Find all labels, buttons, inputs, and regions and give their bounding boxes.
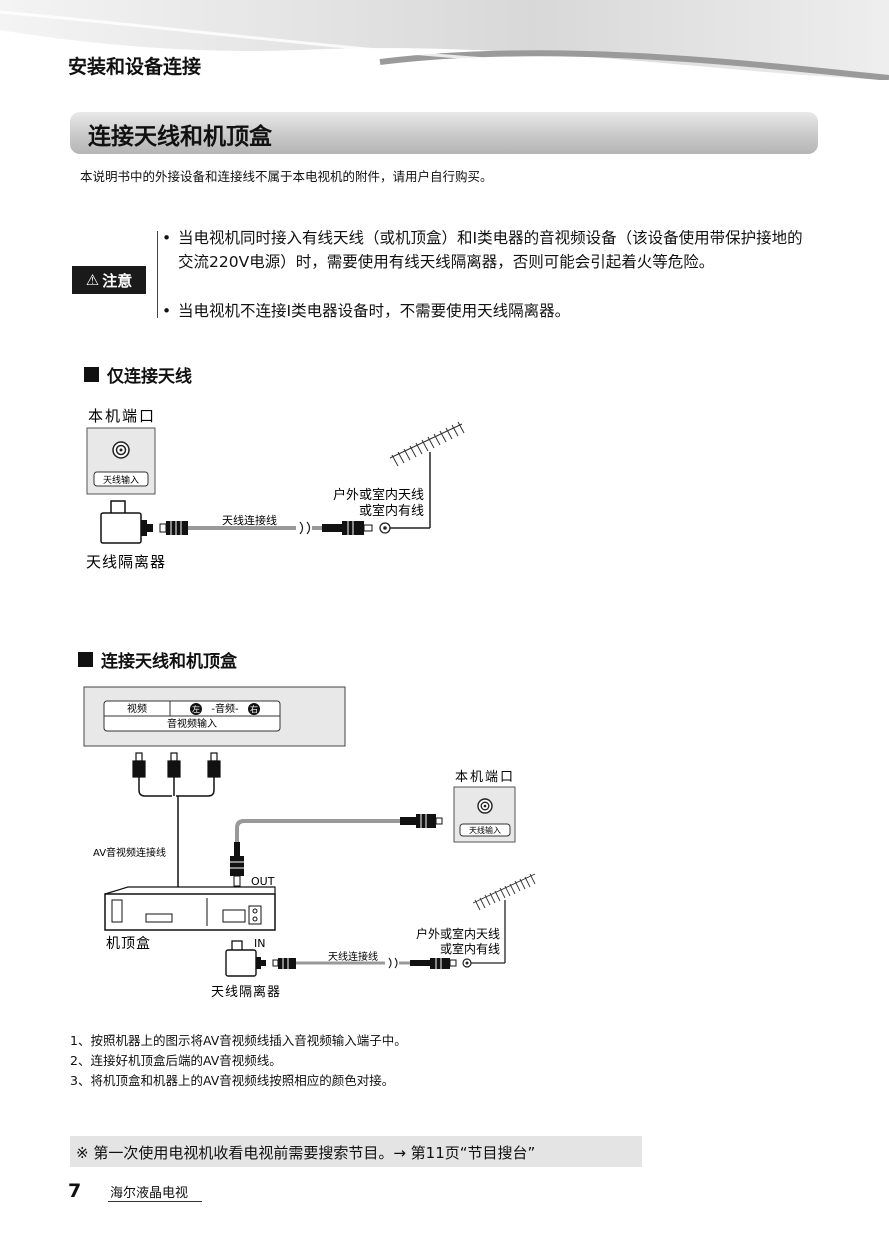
- av-input-label: 音视频输入: [167, 717, 217, 730]
- coax-plug-icon: [400, 814, 443, 828]
- antenna-isolator-icon: [100, 500, 153, 544]
- port-label: 天线输入: [103, 474, 139, 486]
- set-top-box-icon: [104, 886, 276, 931]
- port-title: 本机端口: [455, 770, 515, 785]
- in-label: IN: [254, 937, 265, 950]
- cable-label: 天线连接线: [328, 950, 378, 963]
- antenna-stb-diagram: 视频 左 -音频- 右 音视频输入 AV音视频连接线 本机端口 天线输入 OUT: [83, 686, 536, 1000]
- antenna-only-diagram: 本机端口 天线输入 天线隔离器 天线连接线: [86, 407, 465, 571]
- square-bullet-icon: [78, 652, 93, 667]
- caution-bullet: • 当电视机同时接入有线天线（或机顶盒）和I类电器的音视频设备（该设备使用带保护…: [162, 226, 818, 274]
- step-note: 3、将机顶盒和机器上的AV音视频线按照相应的颜色对接。: [70, 1073, 395, 1088]
- step-note: 1、按照机器上的图示将AV音视频线插入音视频输入端子中。: [70, 1033, 407, 1048]
- indoor-cable-label: 或室内有线: [440, 941, 500, 956]
- outdoor-antenna-label: 户外或室内天线: [416, 926, 500, 941]
- caution-bullet: • 当电视机不连接I类电器设备时，不需要使用天线隔离器。: [162, 299, 818, 323]
- coax-socket-icon: [477, 798, 493, 814]
- av-cable-label: AV音视频连接线: [93, 846, 166, 859]
- outdoor-antenna-label: 户外或室内天线: [333, 487, 424, 503]
- svg-text:右: 右: [250, 704, 258, 714]
- port-label-box: [93, 471, 149, 487]
- brand-label: 海尔液晶电视: [110, 1186, 189, 1201]
- antenna-socket-icon: [462, 958, 472, 968]
- caution-badge: ⚠ 注意: [72, 266, 146, 294]
- page-number: 7: [68, 1180, 82, 1202]
- step-note: 2、连接好机顶盒后端的AV音视频线。: [70, 1053, 282, 1068]
- video-label: 视频: [127, 702, 147, 715]
- antenna-icon: [472, 873, 536, 911]
- search-note-bar: [70, 1136, 642, 1167]
- isolator-label: 天线隔离器: [86, 553, 166, 571]
- right-channel-icon: [248, 703, 260, 715]
- header-swoosh: [0, 0, 889, 80]
- search-note: ※ 第一次使用电视机收看电视前需要搜索节目。→ 第11页“节目搜台”: [76, 1144, 536, 1162]
- coax-plug-icon: [272, 958, 296, 969]
- square-bullet-icon: [84, 367, 99, 382]
- out-label: OUT: [251, 875, 275, 888]
- coax-plug-icon: [410, 958, 457, 969]
- cable-break-icon: [299, 521, 311, 535]
- coax-plug-icon: [230, 842, 244, 887]
- svg-text:左: 左: [192, 704, 200, 714]
- indoor-cable-label: 或室内有线: [359, 503, 424, 519]
- audio-label: -音频-: [211, 702, 239, 715]
- caution-label: 注意: [102, 271, 133, 290]
- cable-label: 天线连接线: [222, 513, 277, 527]
- section-header: 安装和设备连接: [68, 56, 202, 78]
- cable-break-icon: [388, 957, 398, 969]
- coax-socket-icon: [112, 441, 130, 459]
- warning-icon: ⚠: [85, 271, 100, 289]
- coax-plug-icon: [322, 521, 373, 535]
- title-bar: [70, 112, 818, 154]
- diagram1-heading: 仅连接天线: [84, 362, 192, 387]
- left-channel-icon: [190, 703, 202, 715]
- rca-plug-icons: [132, 752, 221, 778]
- bullet-icon: •: [162, 229, 172, 247]
- stb-label: 机顶盒: [106, 935, 151, 952]
- coax-plug-icon: [159, 521, 188, 535]
- intro-text: 本说明书中的外接设备和连接线不属于本电视机的附件，请用户自行购买。: [80, 169, 493, 184]
- antenna-icon: [389, 421, 465, 467]
- av-cable: [138, 777, 215, 887]
- coax-cable: [235, 819, 400, 842]
- port-label: 天线输入: [469, 825, 501, 835]
- port-title: 本机端口: [88, 407, 156, 425]
- antenna-isolator-icon: [225, 940, 266, 977]
- diagram2-heading: 连接天线和机顶盒: [78, 647, 237, 672]
- bullet-icon: •: [162, 302, 172, 320]
- brand-underline: [108, 1201, 202, 1202]
- caution-divider: [157, 231, 158, 318]
- page-title: 连接天线和机顶盒: [88, 124, 272, 150]
- port-label-box: [459, 823, 511, 837]
- antenna-socket-icon: [379, 522, 391, 534]
- isolator-label: 天线隔离器: [211, 984, 281, 1000]
